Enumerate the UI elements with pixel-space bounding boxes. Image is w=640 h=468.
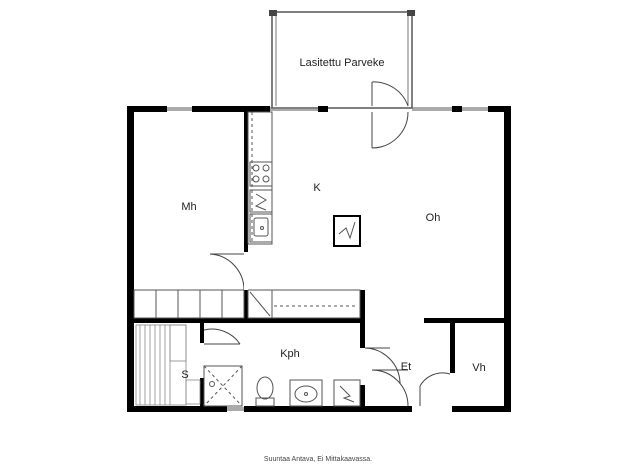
room-label-kitchen: K xyxy=(313,182,321,194)
room-label-balcony: Lasitettu Parveke xyxy=(300,57,385,69)
room-label-sauna: S xyxy=(181,369,188,381)
interior-walls xyxy=(134,112,511,406)
room-label-hall: Et xyxy=(401,361,411,373)
room-label-bathroom: Kph xyxy=(280,348,300,360)
room-label-bedroom: Mh xyxy=(181,201,196,213)
wardrobes xyxy=(133,289,245,319)
sink xyxy=(289,379,323,407)
room-label-living: Oh xyxy=(426,212,441,224)
outer-walls xyxy=(127,106,511,412)
windows xyxy=(167,107,488,411)
doors xyxy=(203,81,451,407)
room-label-closet: Vh xyxy=(472,362,485,374)
plan-caption: Suuntaa Antava, Ei Mittakaavassa. xyxy=(264,456,372,463)
sauna-benches xyxy=(135,324,201,406)
kitchen-counter xyxy=(247,111,273,245)
kitchen-bottom-counter xyxy=(247,289,361,319)
toilet xyxy=(255,376,275,407)
balcony xyxy=(269,10,415,109)
shower xyxy=(203,365,243,407)
bath-cabinet xyxy=(333,379,361,407)
fireplace xyxy=(333,215,361,247)
